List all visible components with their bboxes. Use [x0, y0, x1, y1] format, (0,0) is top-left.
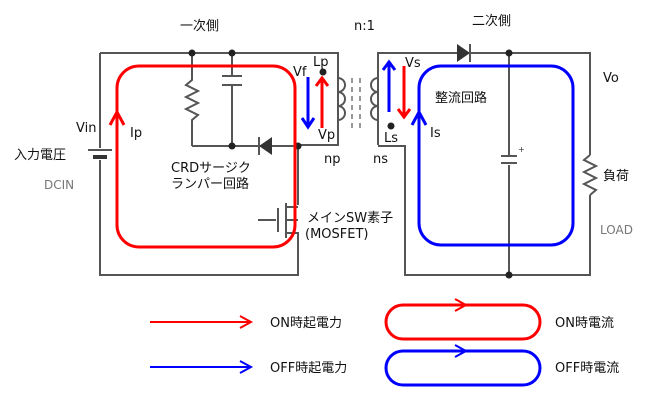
- rectifier-label: 整流回路: [435, 90, 487, 106]
- vp-arrow-icon: [314, 75, 330, 128]
- legend-on-current-icon: [384, 303, 542, 341]
- is-label: Is: [430, 126, 441, 141]
- vo-label: Vo: [603, 71, 619, 86]
- ns-label: ns: [373, 152, 388, 167]
- legend-on-current-label: ON時電流: [555, 316, 614, 331]
- legend-on-emf-label: ON時起電力: [270, 316, 342, 331]
- load-label: LOAD: [600, 223, 633, 237]
- output-capacitor-icon: [501, 155, 517, 164]
- legend-off-emf-label: OFF時起電力: [270, 361, 347, 376]
- load-resistor-icon: [581, 154, 599, 196]
- lp-label: Lp: [313, 55, 329, 70]
- ip-label: Ip: [130, 126, 142, 141]
- input-voltage-label: 入力電圧: [14, 148, 66, 163]
- legend-off-current-icon: [384, 349, 542, 387]
- transformer-icon: [319, 68, 395, 130]
- dcin-label: DCIN: [44, 178, 74, 192]
- np-label: np: [324, 152, 341, 167]
- vf-arrow-icon: [300, 77, 316, 130]
- ip-arrow-icon: [108, 108, 126, 126]
- legend: ON時起電力 ON時電流 OFF時起電力 OFF時電流: [150, 298, 619, 387]
- load-jp-label: 負荷: [603, 169, 629, 184]
- secondary-side-label: 二次側: [472, 13, 511, 29]
- off-current-loop: [417, 64, 575, 247]
- diode-icon: [259, 137, 272, 155]
- svg-text:+: +: [518, 145, 525, 154]
- on-current-loop: [115, 64, 297, 249]
- legend-off-emf-arrow-icon: [150, 360, 254, 374]
- ls-label: Ls: [384, 131, 398, 146]
- vp-label: Vp: [318, 128, 335, 143]
- vs-red-arrow-icon: [396, 66, 412, 120]
- output-diode-icon: [457, 44, 470, 62]
- vf-label: Vf: [293, 65, 307, 80]
- turns-ratio-label: n:1: [354, 19, 375, 34]
- legend-on-emf-arrow-icon: [150, 315, 254, 329]
- main-sw-label-2: (MOSFET): [305, 227, 368, 242]
- vs-label: Vs: [405, 56, 421, 71]
- main-sw-label-1: メインSW素子: [307, 211, 393, 226]
- legend-off-current-label: OFF時電流: [555, 361, 619, 376]
- vin-label: Vin: [76, 121, 96, 136]
- is-arrow-icon: [410, 108, 428, 126]
- crd-label-1: CRDサージク: [171, 161, 251, 176]
- resistor-icon: [183, 53, 201, 146]
- mosfet-icon: [258, 203, 298, 238]
- crd-label-2: ランパー回路: [171, 176, 249, 192]
- primary-side-label: 一次側: [180, 18, 219, 34]
- vs-arrow-icon: [381, 59, 397, 112]
- secondary-circuit: +: [377, 44, 599, 279]
